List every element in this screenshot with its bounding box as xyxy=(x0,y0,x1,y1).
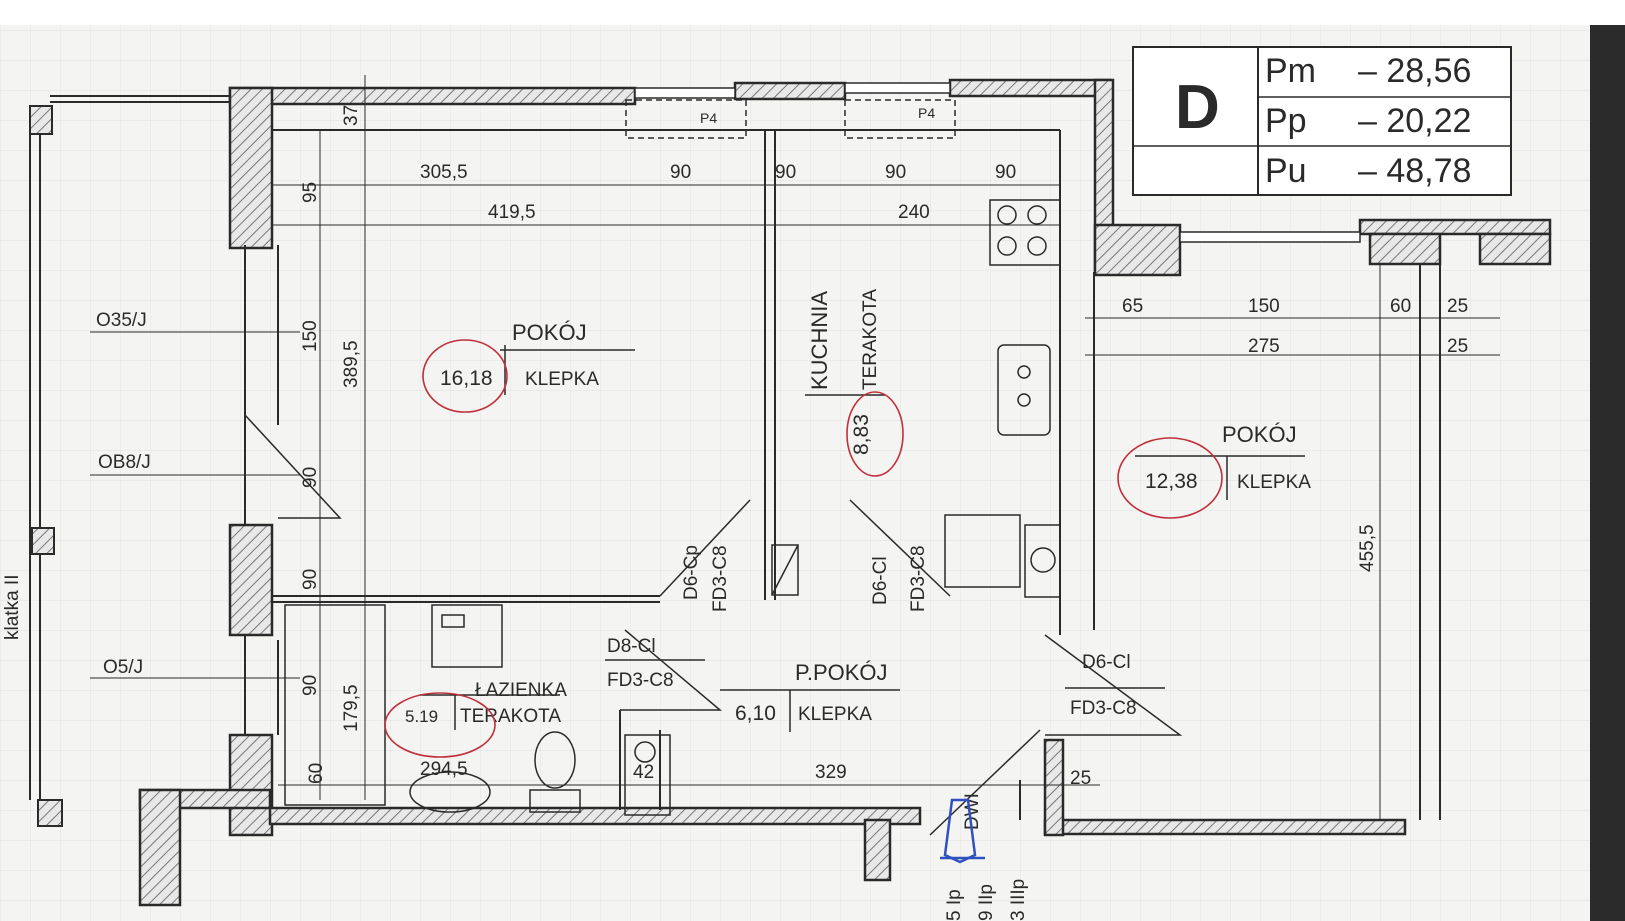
room-area-pokoj-1: 16,18 xyxy=(440,367,493,390)
dim-90-vertical-2: 90 xyxy=(300,569,321,590)
dim-305-5: 305,5 xyxy=(420,162,468,183)
door-label-d6-cl-kitchen: D6-Cl xyxy=(870,556,891,605)
room-name-lazienka: ŁAZIENKA xyxy=(475,680,567,701)
dim-42: 42 xyxy=(633,762,654,783)
door-label-dwi: DWI xyxy=(962,793,983,830)
door-swings xyxy=(244,414,1183,836)
room-area-pokoj-2: 12,38 xyxy=(1145,470,1198,493)
room-name-pokoj-2: POKÓJ xyxy=(1222,422,1297,447)
cage-label: klatka II xyxy=(2,575,23,640)
dim-179-5: 179,5 xyxy=(341,684,362,732)
legend-row-3-value: – 48,78 xyxy=(1358,152,1471,190)
window-label-o35: O35/J xyxy=(96,310,147,331)
door-label-d8-cl: D8-Cl xyxy=(607,636,656,657)
room-name-kuchnia: KUCHNIA xyxy=(807,291,832,390)
blue-marker-stroke xyxy=(940,798,985,864)
legend-row-1-code: Pm xyxy=(1265,52,1316,90)
stair-label-1: 5 Ip xyxy=(944,889,965,921)
dim-90-vertical-1: 90 xyxy=(300,467,321,488)
windows xyxy=(625,82,1361,243)
door-label-fd3-c8-2: FD3-C8 xyxy=(908,545,929,612)
room-name-pokoj-1: POKÓJ xyxy=(512,320,587,345)
room-name-ppokoj: P.POKÓJ xyxy=(795,660,888,685)
window-label-p4-left: P4 xyxy=(700,110,717,126)
room-floor-pokoj-2: KLEPKA xyxy=(1237,472,1311,493)
dim-150-horizontal: 150 xyxy=(1248,296,1280,317)
legend-row-1-value: – 28,56 xyxy=(1358,52,1471,90)
room-floor-lazienka: TERAKOTA xyxy=(460,706,561,727)
paper-edge xyxy=(1590,25,1625,921)
door-label-fd3-c8-4: FD3-C8 xyxy=(1070,698,1137,719)
window-label-p4-right: P4 xyxy=(918,105,935,121)
room-floor-kuchnia: TERAKOTA xyxy=(860,289,881,390)
legend-row-2-value: – 20,22 xyxy=(1358,102,1471,140)
dim-60-horizontal: 60 xyxy=(1390,296,1411,317)
dim-90-b: 90 xyxy=(775,162,796,183)
dim-65: 65 xyxy=(1122,296,1143,317)
dim-25-top: 25 xyxy=(1447,296,1468,317)
dim-25-right: 25 xyxy=(1447,336,1468,357)
dim-294-5: 294,5 xyxy=(420,759,468,780)
dim-95: 95 xyxy=(300,182,321,203)
room-area-kuchnia: 8,83 xyxy=(850,414,873,455)
dim-90-vertical-3: 90 xyxy=(300,675,321,696)
area-legend-table: D Pm – 28,56 Pp – 20,22 Pu – 48,78 xyxy=(1132,46,1512,196)
dim-90-c: 90 xyxy=(885,162,906,183)
bathroom-fixtures xyxy=(284,604,671,816)
dim-150-vertical: 150 xyxy=(300,320,321,352)
dim-275: 275 xyxy=(1248,336,1280,357)
stair-label-3: 3 IIIp xyxy=(1008,879,1029,921)
dim-419-5: 419,5 xyxy=(488,202,536,223)
door-label-d6-cp: D6-Cp xyxy=(681,545,702,600)
room-floor-pokoj-1: KLEPKA xyxy=(525,369,599,390)
room-label-frames xyxy=(420,345,1305,732)
window-leaders xyxy=(90,331,300,679)
dim-329: 329 xyxy=(815,762,847,783)
legend-row-2-code: Pp xyxy=(1265,102,1307,140)
kitchen-counter xyxy=(771,199,1061,598)
dimension-lines xyxy=(272,75,1500,820)
door-label-fd3-c8-1: FD3-C8 xyxy=(710,545,731,612)
dim-60-vertical: 60 xyxy=(306,763,327,784)
balcony-outline xyxy=(29,95,230,827)
dim-389-5: 389,5 xyxy=(341,340,362,388)
dim-90-d: 90 xyxy=(995,162,1016,183)
dim-90-a: 90 xyxy=(670,162,691,183)
door-label-fd3-c8-3: FD3-C8 xyxy=(607,670,674,691)
room-floor-ppokoj: KLEPKA xyxy=(798,704,872,725)
door-label-d6-cl-room: D6-Cl xyxy=(1082,652,1131,673)
room-area-lazienka: 5.19 xyxy=(405,707,438,726)
dim-25-bottom: 25 xyxy=(1070,768,1091,789)
window-label-o5: O5/J xyxy=(103,657,143,678)
dim-240: 240 xyxy=(898,202,930,223)
dim-37: 37 xyxy=(341,105,362,126)
stair-label-2: 9 IIp xyxy=(976,884,997,921)
window-label-ob8: OB8/J xyxy=(98,452,151,473)
legend-row-3-code: Pu xyxy=(1265,152,1307,190)
red-circle-markers xyxy=(384,339,1223,758)
dim-455-5: 455,5 xyxy=(1357,524,1378,572)
legend-letter: D xyxy=(1175,73,1220,142)
room-area-ppokoj: 6,10 xyxy=(735,702,776,725)
